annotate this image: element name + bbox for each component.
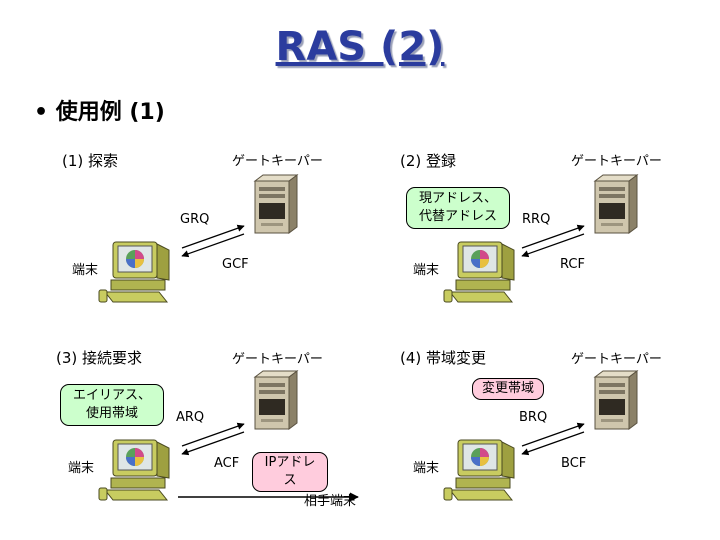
- address-note-line1: 現アドレス、: [418, 191, 497, 206]
- bullet-heading: • 使用例 (1): [34, 100, 165, 125]
- request-label-4: BRQ: [519, 410, 548, 425]
- request-arrow-3: [181, 422, 245, 447]
- gatekeeper-server-icon-2: [594, 174, 638, 234]
- bandwidth-note-box: 変更帯域: [472, 378, 544, 400]
- alias-note-box: エイリアス、 使用帯域: [60, 384, 164, 426]
- panel-heading-bandwidth: (4) 帯域変更: [400, 349, 487, 367]
- gatekeeper-label-4: ゲートキーパー: [571, 352, 662, 367]
- gatekeeper-label-2: ゲートキーパー: [571, 154, 662, 169]
- request-arrow-2: [521, 224, 585, 249]
- terminal-label-4: 端末: [413, 461, 440, 476]
- alias-note-line2: 使用帯域: [85, 406, 138, 421]
- confirm-label-2: RCF: [560, 257, 585, 272]
- terminal-computer-icon-2: [443, 241, 515, 303]
- gatekeeper-server-icon-4: [594, 370, 638, 430]
- peer-terminal-label: 相手端末: [304, 494, 357, 509]
- address-note-line2: 代替アドレス: [418, 209, 497, 224]
- terminal-computer-icon-3: [98, 439, 170, 501]
- gatekeeper-server-icon-3: [254, 370, 298, 430]
- request-arrow-1: [181, 224, 245, 249]
- ip-address-note-box: IPアドレス: [252, 452, 328, 492]
- confirm-arrow-4: [521, 431, 585, 456]
- terminal-computer-icon-4: [443, 439, 515, 501]
- gatekeeper-server-icon-1: [254, 174, 298, 234]
- gatekeeper-label-1: ゲートキーパー: [232, 154, 323, 169]
- terminal-label-2: 端末: [413, 263, 440, 278]
- confirm-arrow-1: [181, 233, 245, 258]
- request-label-3: ARQ: [176, 410, 205, 425]
- panel-heading-admission: (3) 接続要求: [56, 349, 143, 367]
- gatekeeper-label-3: ゲートキーパー: [232, 352, 323, 367]
- panel-heading-registration: (2) 登録: [400, 152, 457, 170]
- terminal-label-3: 端末: [68, 461, 95, 476]
- confirm-label-1: GCF: [222, 257, 249, 272]
- confirm-arrow-3: [181, 431, 245, 456]
- request-label-1: GRQ: [180, 212, 210, 227]
- slide-title: RAS (2): [275, 24, 445, 70]
- confirm-arrow-2: [521, 233, 585, 258]
- confirm-label-3: ACF: [214, 456, 240, 471]
- terminal-label-1: 端末: [72, 263, 99, 278]
- address-note-box: 現アドレス、 代替アドレス: [406, 187, 510, 229]
- request-label-2: RRQ: [522, 212, 551, 227]
- panel-heading-discovery: (1) 探索: [62, 152, 119, 170]
- terminal-computer-icon-1: [98, 241, 170, 303]
- confirm-label-4: BCF: [561, 456, 587, 471]
- alias-note-line1: エイリアス、: [72, 388, 151, 403]
- request-arrow-4: [521, 422, 585, 447]
